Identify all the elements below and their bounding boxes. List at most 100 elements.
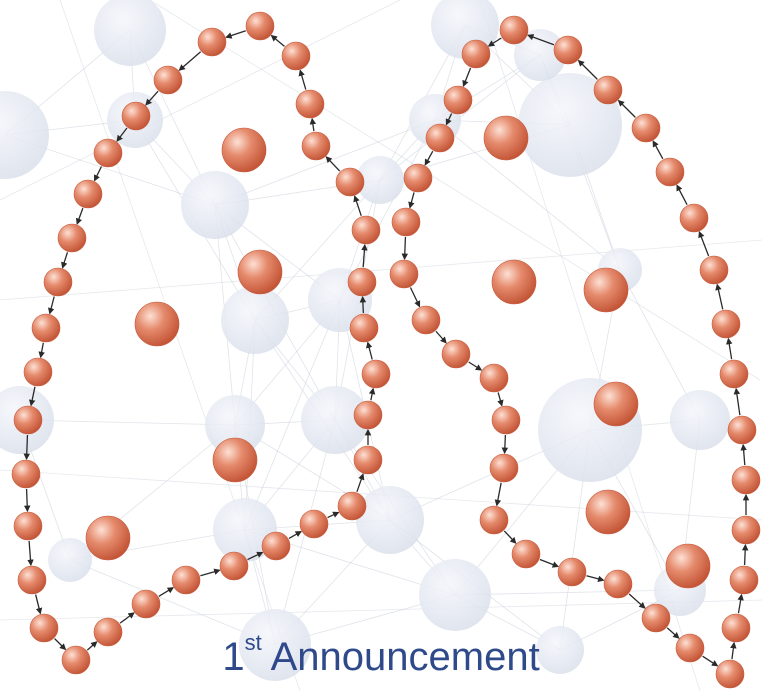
background-node: [205, 395, 265, 455]
outline-bead: [17, 565, 47, 595]
network-line: [0, 239, 762, 301]
outline-bead: [219, 551, 249, 581]
inner-node: [593, 381, 639, 427]
outline-bead: [731, 515, 761, 545]
outline-bead: [281, 41, 311, 71]
background-node: [514, 29, 566, 81]
background-node: [536, 626, 584, 674]
background-node: [356, 156, 404, 204]
outline-bead: [361, 359, 391, 389]
inner-node: [583, 267, 629, 313]
link-arrow: [359, 295, 367, 314]
link-arrow: [356, 473, 365, 493]
background-node: [221, 286, 289, 354]
link-arrow: [366, 341, 373, 360]
link-arrow: [270, 34, 285, 47]
network-line: [0, 599, 762, 621]
link-arrow: [497, 392, 504, 407]
link-arrow: [325, 156, 341, 172]
outline-bead: [131, 589, 161, 619]
outline-bead: [389, 259, 419, 289]
outline-bead: [593, 75, 623, 105]
background-node: [181, 171, 249, 239]
link-arrow: [652, 140, 664, 160]
outline-bead: [43, 267, 73, 297]
background-node: [301, 386, 369, 454]
link-arrow: [158, 587, 175, 597]
inner-node: [85, 515, 131, 561]
outline-bead: [299, 509, 329, 539]
outline-bead: [655, 157, 685, 187]
outline-bead: [337, 491, 367, 521]
link-arrow: [27, 540, 34, 567]
outline-bead: [171, 565, 201, 595]
background-node: [356, 486, 424, 554]
link-arrow: [501, 434, 509, 455]
link-arrow: [54, 638, 67, 651]
outline-bead: [461, 39, 491, 69]
inner-node: [221, 127, 267, 173]
network-line: [244, 299, 341, 531]
outline-bead: [73, 179, 103, 209]
outline-bead: [719, 359, 749, 389]
link-arrow: [28, 386, 36, 407]
link-arrow: [539, 558, 560, 568]
link-arrow: [741, 543, 749, 566]
link-arrow: [309, 117, 317, 132]
outline-bead: [489, 453, 519, 483]
outline-bead: [245, 11, 275, 41]
link-arrow: [86, 641, 98, 651]
link-arrow: [116, 127, 128, 142]
inner-node: [134, 301, 180, 347]
background-node: [213, 498, 277, 562]
link-arrow: [586, 575, 605, 582]
outline-bead: [711, 309, 741, 339]
outline-bead: [335, 167, 365, 197]
network-line: [69, 559, 276, 646]
outline-bead: [443, 85, 473, 115]
outline-bead: [699, 255, 729, 285]
outline-bead: [425, 123, 455, 153]
outline-bead: [511, 539, 541, 569]
announcement-ordinal-suffix: st: [244, 630, 262, 655]
outline-bead: [727, 415, 757, 445]
outline-bead: [93, 617, 123, 647]
outline-bead: [29, 613, 59, 643]
network-line: [149, 0, 761, 381]
announcement-label: Announcement: [270, 635, 540, 679]
link-arrow: [401, 236, 409, 261]
outline-bead: [715, 659, 745, 689]
link-arrow: [666, 627, 680, 639]
link-arrow: [726, 337, 733, 360]
network-line: [19, 419, 236, 426]
network-line: [59, 0, 301, 691]
outline-bead: [729, 565, 759, 595]
link-arrow: [368, 387, 376, 401]
link-arrow: [288, 530, 302, 540]
outline-bead: [295, 89, 325, 119]
outline-bead: [603, 569, 633, 599]
link-arrow: [487, 37, 502, 47]
background-network-nodes: [0, 0, 730, 681]
outline-bead: [197, 27, 227, 57]
outline-bead: [31, 313, 61, 343]
link-arrow: [200, 568, 221, 577]
announcement-ordinal: 1: [222, 635, 245, 679]
link-arrow: [494, 482, 502, 507]
outline-bead: [679, 203, 709, 233]
outline-bead: [353, 445, 383, 475]
lung-outline-left-icon: [11, 11, 391, 675]
link-arrow: [298, 69, 307, 90]
outline-bead: [121, 101, 151, 131]
outline-bead: [13, 405, 43, 435]
link-arrow: [462, 67, 472, 88]
link-arrow: [435, 330, 447, 344]
link-arrow: [409, 287, 421, 308]
link-arrow: [23, 488, 31, 513]
background-node: [670, 390, 730, 450]
link-arrow: [225, 30, 246, 39]
link-arrow: [353, 195, 362, 216]
link-arrow: [730, 641, 737, 660]
